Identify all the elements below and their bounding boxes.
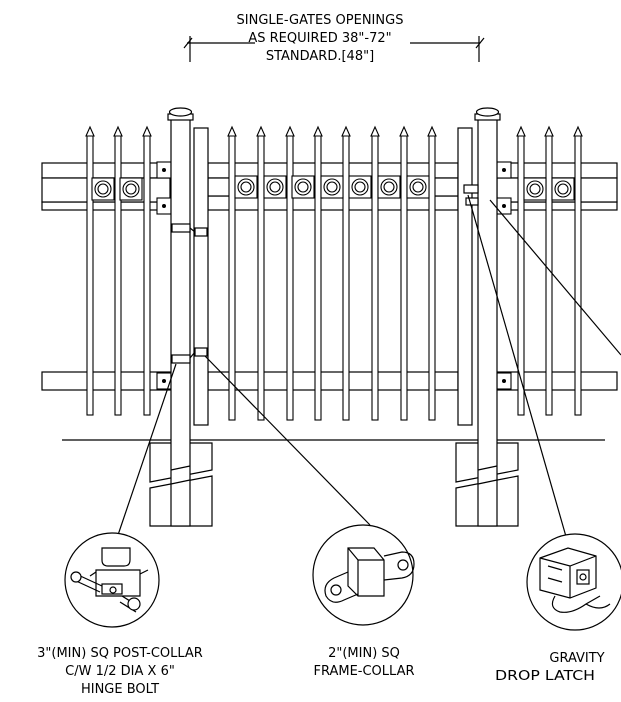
leader-post-collar <box>117 363 177 536</box>
ring-inner <box>412 181 424 193</box>
rail-left <box>41 371 171 391</box>
frame-collar-detail <box>312 524 415 626</box>
picket-spear <box>227 125 237 137</box>
post-collar-detail <box>64 532 160 628</box>
bracket-bolt <box>502 379 506 383</box>
gate-frame-latch-side <box>457 127 473 426</box>
leader-frame-collar <box>204 355 371 526</box>
ring-inner <box>557 183 569 195</box>
picket-spear <box>516 125 526 137</box>
callout-drop-latch-line-2: DROP LATCH <box>495 669 595 684</box>
drop-latch-detail <box>526 533 621 631</box>
callout-post-collar-line-1: 3"(MIN) SQ POST-COLLAR <box>37 646 203 661</box>
rail-right <box>496 162 618 179</box>
picket-spear <box>573 125 583 137</box>
leader-drop-latch-1 <box>467 194 568 541</box>
rail-left <box>41 162 171 179</box>
gate-rail <box>207 371 459 391</box>
bracket-bolt <box>162 168 166 172</box>
callout-frame-collar-line-2: FRAME-COLLAR <box>313 664 414 679</box>
dimension-tick-left <box>183 37 193 49</box>
picket-spear <box>399 125 409 137</box>
ring-inner <box>354 181 366 193</box>
picket <box>86 134 94 416</box>
ring-inner <box>125 183 137 195</box>
callout-frame-collar: 2"(MIN) SQ FRAME-COLLAR <box>313 646 414 679</box>
picket-spear <box>341 125 351 137</box>
ring-inner <box>529 183 541 195</box>
dimension-line-1: SINGLE-GATES OPENINGS <box>237 13 404 28</box>
picket-spear <box>142 125 152 137</box>
picket <box>314 134 322 421</box>
picket <box>228 134 236 421</box>
bracket-bolt <box>162 379 166 383</box>
picket-spear <box>85 125 95 137</box>
rail-left <box>41 201 171 211</box>
picket <box>371 134 379 421</box>
rail-right <box>496 371 618 391</box>
ring-inner <box>269 181 281 193</box>
ring-inner <box>326 181 338 193</box>
dimension-tick-right <box>475 37 485 49</box>
picket-spear <box>370 125 380 137</box>
picket-spear <box>427 125 437 137</box>
picket <box>545 134 553 416</box>
dimension-line-3: STANDARD.[48"] <box>266 49 374 64</box>
callout-post-collar-line-2: C/W 1/2 DIA X 6" <box>65 664 175 679</box>
picket-spear <box>113 125 123 137</box>
callout-post-collar-line-3: HINGE BOLT <box>81 682 159 697</box>
fence-elevation <box>41 125 618 421</box>
left-post <box>167 107 194 527</box>
picket-spear <box>256 125 266 137</box>
bracket-bolt <box>162 204 166 208</box>
picket <box>342 134 350 421</box>
hinge-collar-lower <box>171 347 208 364</box>
ring-inner <box>240 181 252 193</box>
bracket-bolt <box>502 204 506 208</box>
rail-right <box>496 201 618 211</box>
right-post <box>474 107 501 527</box>
picket <box>114 134 122 416</box>
picket-spear <box>285 125 295 137</box>
hinge-collar-upper <box>171 223 208 237</box>
callout-drop-latch-line-1: GRAVITY <box>549 651 604 666</box>
dimension-annotation: SINGLE-GATES OPENINGS AS REQUIRED 38"-72… <box>183 13 485 64</box>
gate-frame-hinge-side <box>193 127 209 426</box>
ring-inner <box>297 181 309 193</box>
callout-post-collar: 3"(MIN) SQ POST-COLLAR C/W 1/2 DIA X 6" … <box>37 646 203 697</box>
leader-drop-latch-2 <box>489 199 621 356</box>
picket <box>400 134 408 421</box>
picket-spear <box>313 125 323 137</box>
picket <box>574 134 582 416</box>
ring-inner <box>383 181 395 193</box>
ring-inner <box>97 183 109 195</box>
picket <box>143 134 151 416</box>
callout-frame-collar-line-1: 2"(MIN) SQ <box>328 646 400 661</box>
latch-bracket <box>463 184 479 206</box>
dimension-line-2: AS REQUIRED 38"-72" <box>248 31 391 46</box>
picket <box>428 134 436 421</box>
callout-drop-latch: GRAVITY DROP LATCH <box>495 651 605 684</box>
bracket-bolt <box>502 168 506 172</box>
picket <box>257 134 265 421</box>
picket-spear <box>544 125 554 137</box>
